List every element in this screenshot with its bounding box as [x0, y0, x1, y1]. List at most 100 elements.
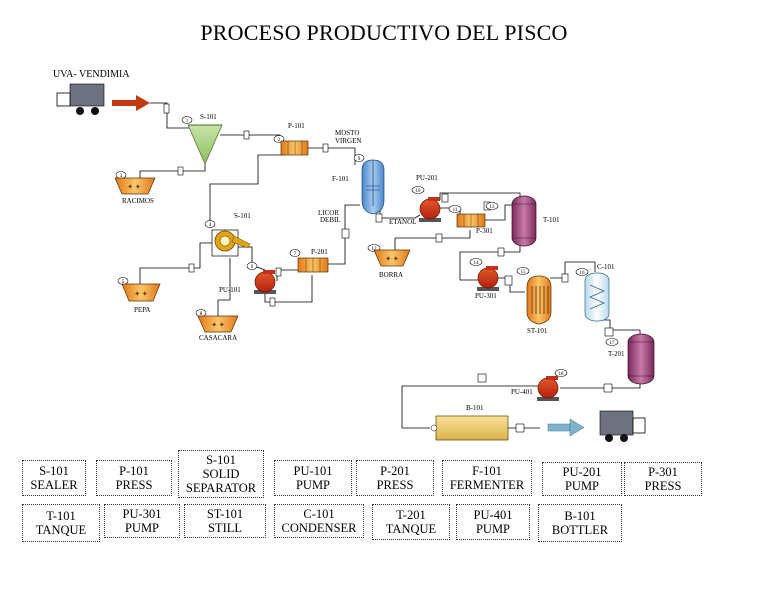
mosto-label-1: MOSTO: [335, 129, 359, 137]
pu301-pump-icon: [477, 266, 499, 291]
uva-label: UVA- VENDIMIA: [53, 69, 130, 80]
t201-label: T-201: [608, 350, 625, 358]
legend-code: ST-101: [206, 507, 244, 521]
legend-code: PU-301: [122, 507, 162, 521]
borra-label: BORRA: [379, 271, 403, 279]
licor-label-1: LICOR: [318, 209, 339, 217]
st101-label: ST-101: [527, 327, 548, 335]
legend-code: PU-201: [562, 465, 602, 479]
p301-press-icon: [456, 213, 486, 228]
legend-code: PU-401: [473, 508, 513, 522]
c101-condenser-icon: [584, 272, 610, 322]
pu201-pump-icon: [419, 197, 441, 222]
legend-code: S-101: [206, 453, 236, 467]
legend-equipment-name: PUMP: [295, 478, 331, 492]
casacara-label: CASACARA: [199, 334, 237, 342]
t201-tank-icon: [627, 333, 655, 385]
legend-code: T-101: [46, 509, 76, 523]
legend-code: P-201: [380, 464, 410, 478]
stream-number-8: 8: [200, 312, 203, 317]
stream-number-18: 18: [559, 372, 565, 377]
p201-press-icon: [297, 257, 329, 273]
s101-sealer-icon: [187, 124, 223, 165]
st101-still-icon: [526, 275, 552, 325]
legend-code: S-101: [39, 464, 69, 478]
stream-number-2: 2: [278, 138, 281, 143]
legend-code: P-301: [648, 465, 678, 479]
legend-code: B-101: [564, 509, 596, 523]
pu301-label: PU-301: [475, 292, 497, 300]
legend-equipment-name: STILL: [207, 521, 243, 535]
pu201-label: PU-201: [416, 174, 438, 182]
legend-equipment-name: SOLID SEPARATOR: [185, 467, 257, 495]
mosto-label-2: VIRGEN: [335, 137, 361, 145]
legend-code: P-101: [119, 464, 149, 478]
casacara-bin-icon: ✦ ✦: [197, 315, 239, 333]
s101-label: S-101: [200, 113, 217, 121]
stream-number-13: 13: [490, 205, 496, 210]
pu401-pump-icon: [537, 376, 559, 401]
licor-label-2: DEBIL: [320, 216, 341, 224]
stream-number-12: 12: [372, 247, 378, 252]
s101-separator-label: S-101: [234, 212, 251, 220]
legend-equipment-name: SEALER: [30, 478, 78, 492]
legend-equipment-name: TANQUE: [385, 522, 437, 536]
pu101-pump-icon: [254, 270, 276, 294]
p301-label: P-301: [476, 227, 493, 235]
legend-code: C-101: [303, 507, 335, 521]
stream-number-5: 5: [122, 280, 125, 285]
output-truck-icon: [599, 410, 646, 442]
stream-number-14: 14: [474, 261, 480, 266]
pepa-label: PEPA: [134, 306, 150, 314]
pu101-label: PU-101: [219, 286, 241, 294]
legend-code: T-201: [396, 508, 426, 522]
legend-code: PU-101: [293, 464, 333, 478]
etanol-label: ETANOL: [389, 218, 416, 226]
legend-equipment-name: PUMP: [124, 521, 160, 535]
legend-equipment-name: PUMP: [564, 479, 600, 493]
stream-number-15: 15: [521, 270, 527, 275]
p101-press-icon: [280, 140, 309, 156]
legend-equipment-name: PRESS: [644, 479, 682, 493]
p201-label: P-201: [311, 248, 328, 256]
t101-label: T-101: [543, 216, 560, 224]
b101-label: B-101: [466, 404, 484, 412]
legend-equipment-name: TANQUE: [35, 523, 87, 537]
racimos-label: RACIMOS: [122, 197, 154, 205]
legend-equipment-name: PUMP: [475, 522, 511, 536]
legend-code: F-101: [472, 464, 502, 478]
legend-equipment-name: PRESS: [376, 478, 414, 492]
legend-equipment-name: PRESS: [115, 478, 153, 492]
c101-label: C-101: [597, 263, 615, 271]
legend-equipment-name: CONDENSER: [281, 521, 357, 535]
diagram-title: PROCESO PRODUCTIVO DEL PISCO: [200, 20, 568, 45]
stream-number-1: 1: [186, 119, 189, 124]
stream-number-16: 16: [580, 271, 586, 276]
s101-separator-icon: [211, 229, 251, 257]
pepa-bin-icon: ✦ ✦: [121, 283, 161, 302]
stream-number-3: 3: [120, 174, 123, 179]
stream-number-11: 11: [453, 208, 458, 213]
f101-fermenter-icon: [361, 159, 385, 215]
svg-text:✦ ✦: ✦ ✦: [385, 255, 399, 263]
svg-text:✦ ✦: ✦ ✦: [211, 321, 225, 329]
racimos-bin-icon: ✦ ✦: [114, 177, 156, 195]
stream-number-17: 17: [610, 341, 616, 346]
legend-equipment-name: FERMENTER: [449, 478, 525, 492]
output-arrow-icon: [547, 418, 585, 437]
